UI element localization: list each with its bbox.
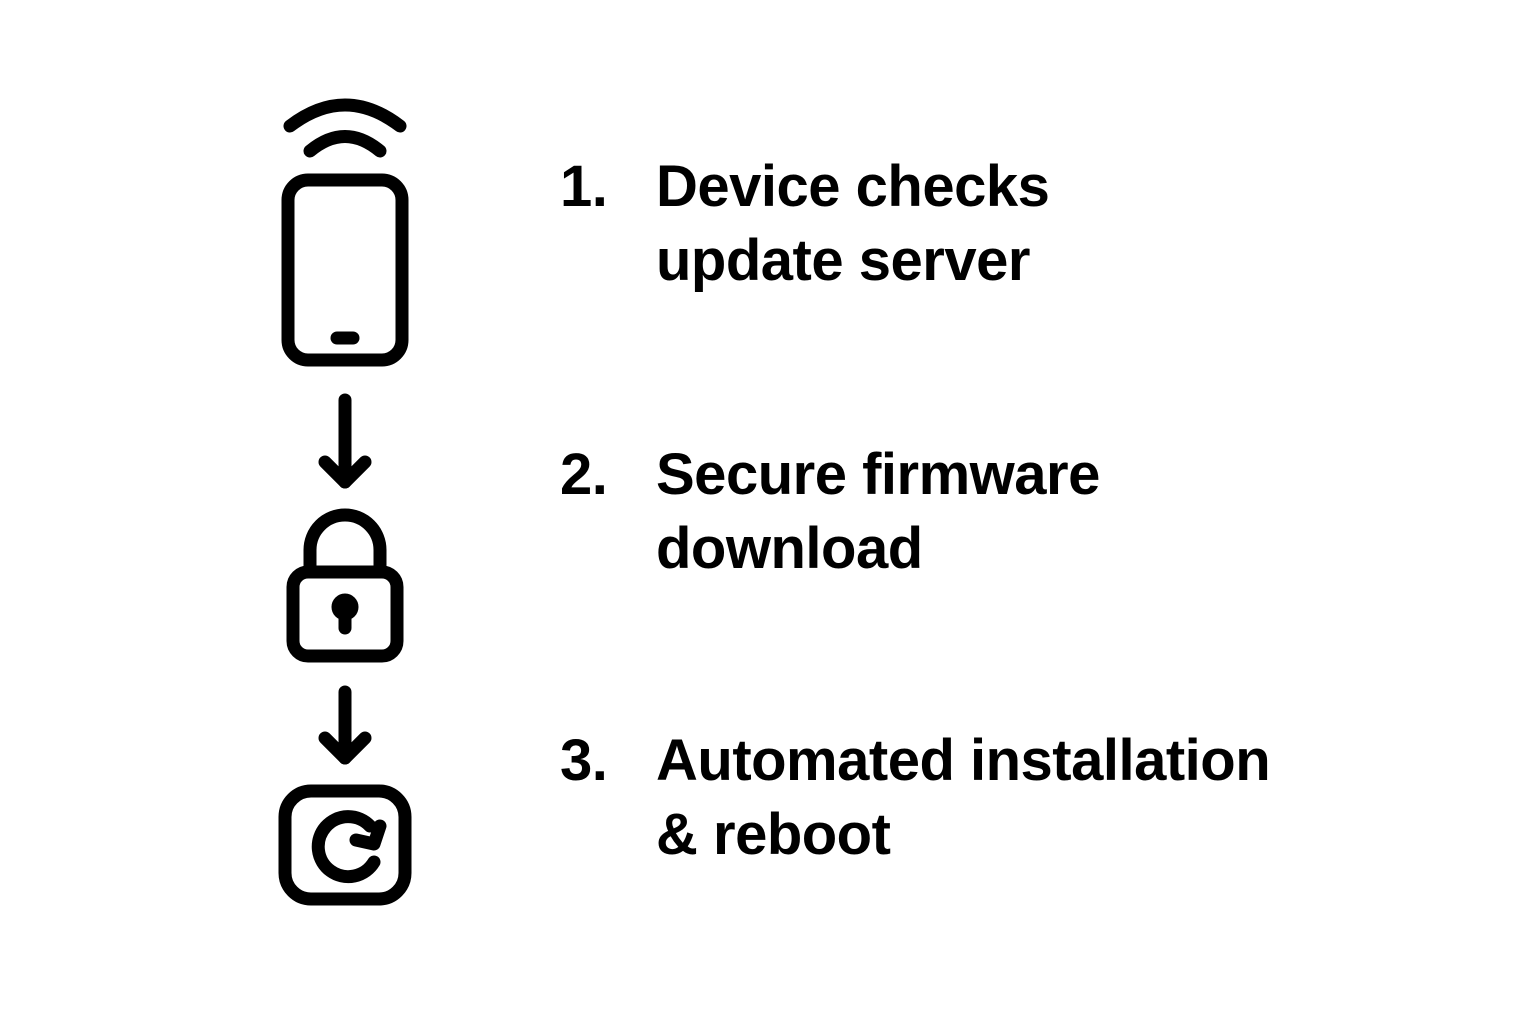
step-label-line: Device checks	[656, 154, 1050, 219]
wifi-wave-inner	[303, 130, 387, 158]
step-label: Device checks update server	[656, 150, 1050, 298]
refresh-icon	[278, 784, 412, 906]
step-label-line: Secure firmware	[656, 442, 1100, 507]
refresh-icon-frame	[278, 784, 412, 906]
padlock-icon	[286, 508, 404, 663]
step-label-line: update server	[656, 228, 1030, 293]
smartphone-wireless-icon	[281, 98, 409, 367]
step-label: Secure firmware download	[656, 438, 1100, 586]
step-number: 1.	[560, 154, 608, 219]
padlock-body	[286, 565, 404, 663]
step-3: 3. Automated installation & reboot	[560, 724, 1271, 872]
step-number: 2.	[560, 442, 608, 507]
wifi-wave-outer	[283, 98, 407, 133]
step-number: 3.	[560, 728, 608, 793]
step-label-line: Automated installation	[656, 728, 1271, 793]
arrow-down-icon	[318, 393, 372, 489]
padlock-shackle	[303, 508, 387, 579]
refresh-arc	[311, 810, 381, 884]
refresh-arrowhead	[349, 819, 387, 851]
step-label-line: download	[656, 516, 923, 581]
arrow-down-icon	[318, 685, 372, 765]
smartphone-body	[281, 173, 409, 367]
step-label: Automated installation & reboot	[656, 724, 1271, 872]
step-2: 2. Secure firmware download	[560, 438, 1100, 586]
step-1: 1. Device checks update server	[560, 150, 1050, 298]
step-label-line: & reboot	[656, 802, 891, 867]
